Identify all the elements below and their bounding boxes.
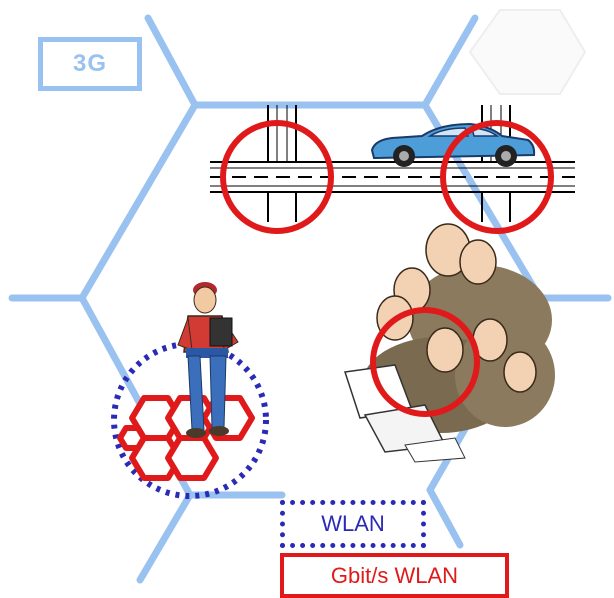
gbit-hotspot-road bbox=[220, 120, 554, 234]
faint-cell-outline bbox=[468, 9, 587, 95]
label-3g-text: 3G bbox=[72, 50, 107, 77]
label-wlan-text: WLAN bbox=[321, 511, 385, 536]
label-wlan: WLAN bbox=[280, 500, 426, 548]
standing-worker-icon bbox=[177, 282, 239, 438]
label-3g: 3G bbox=[38, 37, 142, 91]
wlan-coverage-circle bbox=[111, 341, 269, 499]
label-gbit-wlan: Gbit/s WLAN bbox=[280, 553, 509, 598]
road-intersection-icon bbox=[210, 105, 575, 222]
gbit-hex-cluster bbox=[117, 395, 255, 481]
label-gbit-wlan-text: Gbit/s WLAN bbox=[330, 562, 459, 588]
gbit-hotspot-office bbox=[370, 307, 480, 417]
